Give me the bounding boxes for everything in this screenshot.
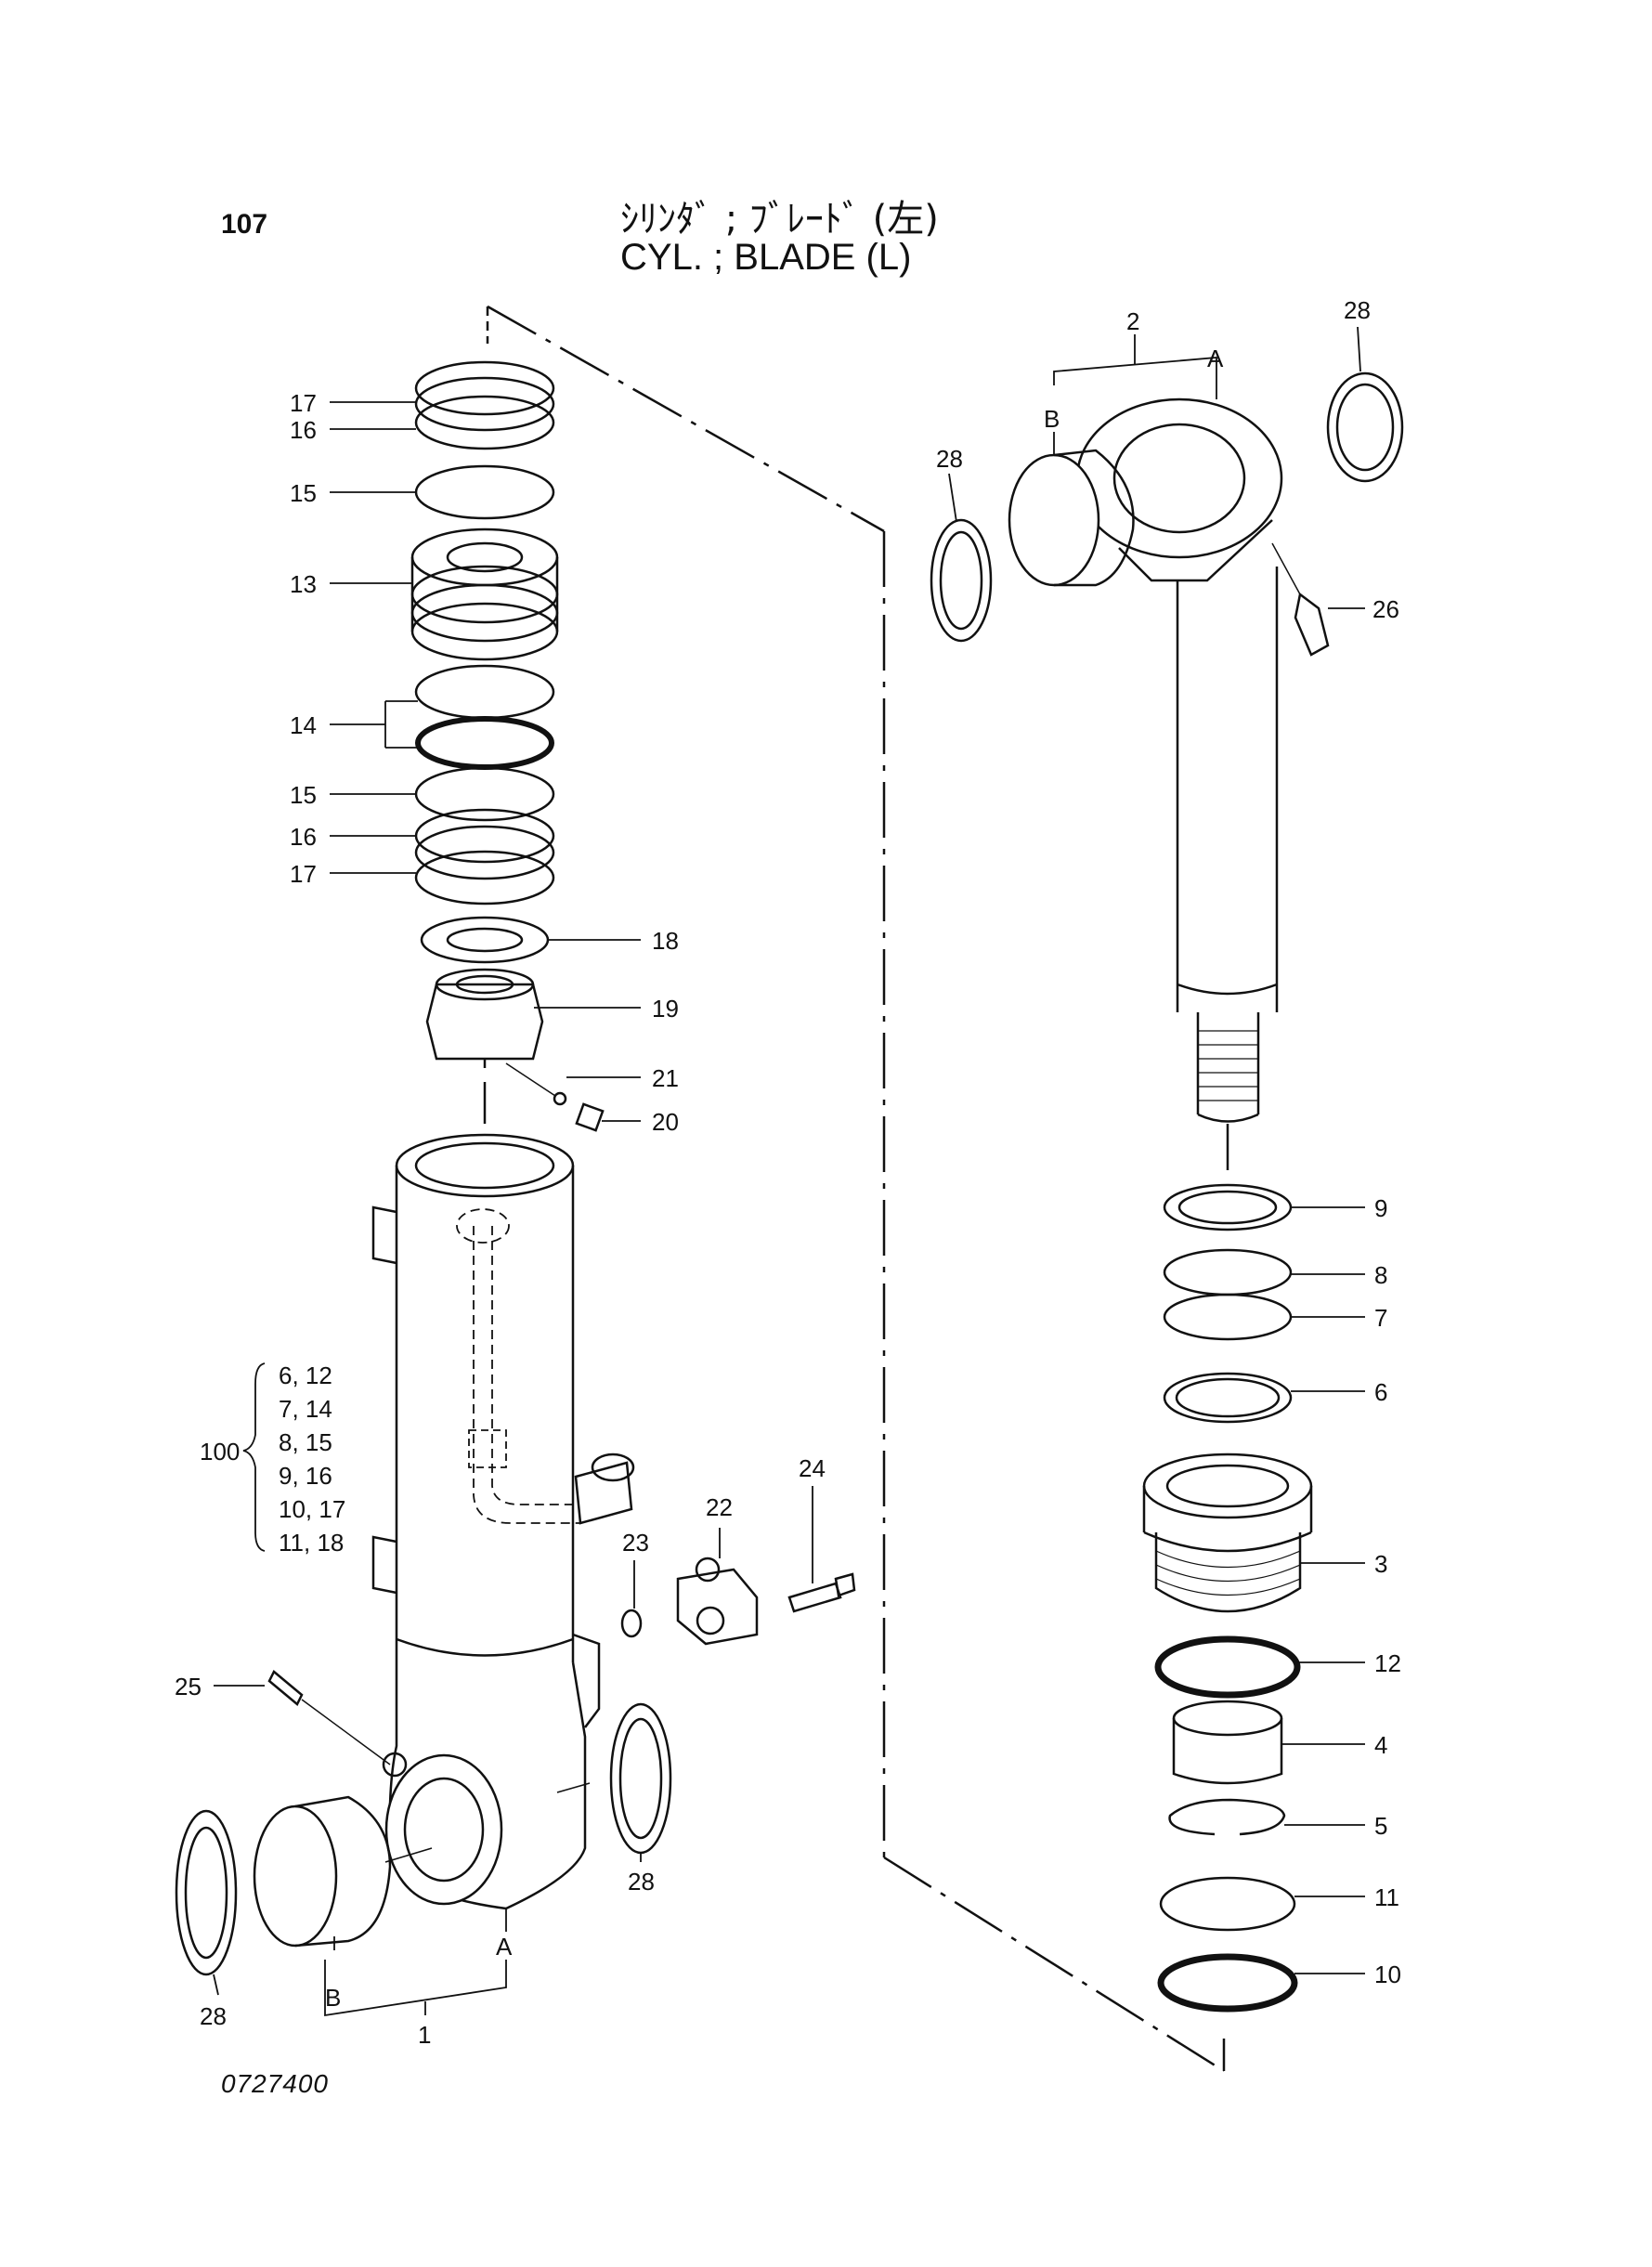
callout-26: 26 bbox=[1372, 595, 1399, 623]
callout-28-top-left: 28 bbox=[936, 445, 963, 473]
leader-lines bbox=[213, 326, 1365, 2017]
callout-23: 23 bbox=[622, 1529, 649, 1557]
callout-21: 21 bbox=[652, 1064, 679, 1092]
callout-13: 13 bbox=[290, 570, 317, 598]
callout-14: 14 bbox=[290, 711, 317, 739]
callout-22: 22 bbox=[706, 1493, 733, 1521]
page-number: 107 bbox=[221, 209, 268, 240]
callout-2: 2 bbox=[1126, 307, 1139, 335]
callout-b-bottom: B bbox=[325, 1984, 341, 2012]
callout-a-top: A bbox=[1207, 345, 1224, 372]
callout-28-top-right: 28 bbox=[1344, 296, 1371, 324]
callout-a-bottom: A bbox=[496, 1933, 513, 1961]
callout-11: 11 bbox=[1374, 1883, 1399, 1911]
callout-17: 17 bbox=[290, 389, 317, 417]
kit-item-6: 11, 18 bbox=[279, 1529, 344, 1557]
callout-1: 1 bbox=[418, 2021, 431, 2049]
kit-item-4: 9, 16 bbox=[279, 1462, 332, 1490]
callout-4: 4 bbox=[1374, 1731, 1387, 1759]
callout-24: 24 bbox=[799, 1454, 826, 1482]
kit-item-5: 10, 17 bbox=[279, 1495, 345, 1523]
callout-6: 6 bbox=[1374, 1378, 1387, 1406]
callout-28-bottom-left: 28 bbox=[200, 2002, 227, 2030]
callout-28-bottom-right: 28 bbox=[628, 1868, 655, 1896]
callout-20: 20 bbox=[652, 1108, 679, 1136]
callout-16: 16 bbox=[290, 416, 317, 444]
dash-frame bbox=[487, 305, 1226, 2073]
title-japanese: ｼﾘﾝﾀﾞ ; ﾌﾞﾚｰﾄﾞ (左) bbox=[620, 198, 939, 241]
callout-7: 7 bbox=[1374, 1304, 1387, 1332]
piston-ring-stack bbox=[410, 360, 605, 1132]
callout-18: 18 bbox=[652, 927, 679, 955]
left-bushing bbox=[175, 1702, 672, 1976]
callout-3: 3 bbox=[1374, 1550, 1387, 1578]
callout-9: 9 bbox=[1374, 1194, 1387, 1222]
port-block bbox=[267, 1557, 856, 1765]
callout-b-top: B bbox=[1044, 405, 1060, 433]
callout-25: 25 bbox=[175, 1673, 202, 1700]
callout-17b: 17 bbox=[290, 860, 317, 888]
kit-number: 100 bbox=[200, 1438, 240, 1466]
cylinder-tube bbox=[371, 1133, 635, 1910]
callout-10: 10 bbox=[1374, 1961, 1401, 1988]
title-english: CYL. ; BLADE (L) bbox=[620, 237, 912, 278]
callout-8: 8 bbox=[1374, 1261, 1387, 1289]
kit-item-3: 8, 15 bbox=[279, 1428, 332, 1456]
callout-16b: 16 bbox=[290, 823, 317, 851]
piston-rod bbox=[930, 371, 1404, 2013]
kit-item-2: 7, 14 bbox=[279, 1395, 332, 1423]
drawing-number: 0727400 bbox=[221, 2069, 330, 2098]
callout-5: 5 bbox=[1374, 1812, 1387, 1840]
callout-15: 15 bbox=[290, 479, 317, 507]
callout-labels: 17 16 15 13 14 15 16 17 18 19 21 20 100 … bbox=[175, 296, 1401, 2049]
callout-12: 12 bbox=[1374, 1649, 1401, 1677]
callout-15b: 15 bbox=[290, 781, 317, 809]
callout-19: 19 bbox=[652, 995, 679, 1023]
kit-item-1: 6, 12 bbox=[279, 1362, 332, 1389]
